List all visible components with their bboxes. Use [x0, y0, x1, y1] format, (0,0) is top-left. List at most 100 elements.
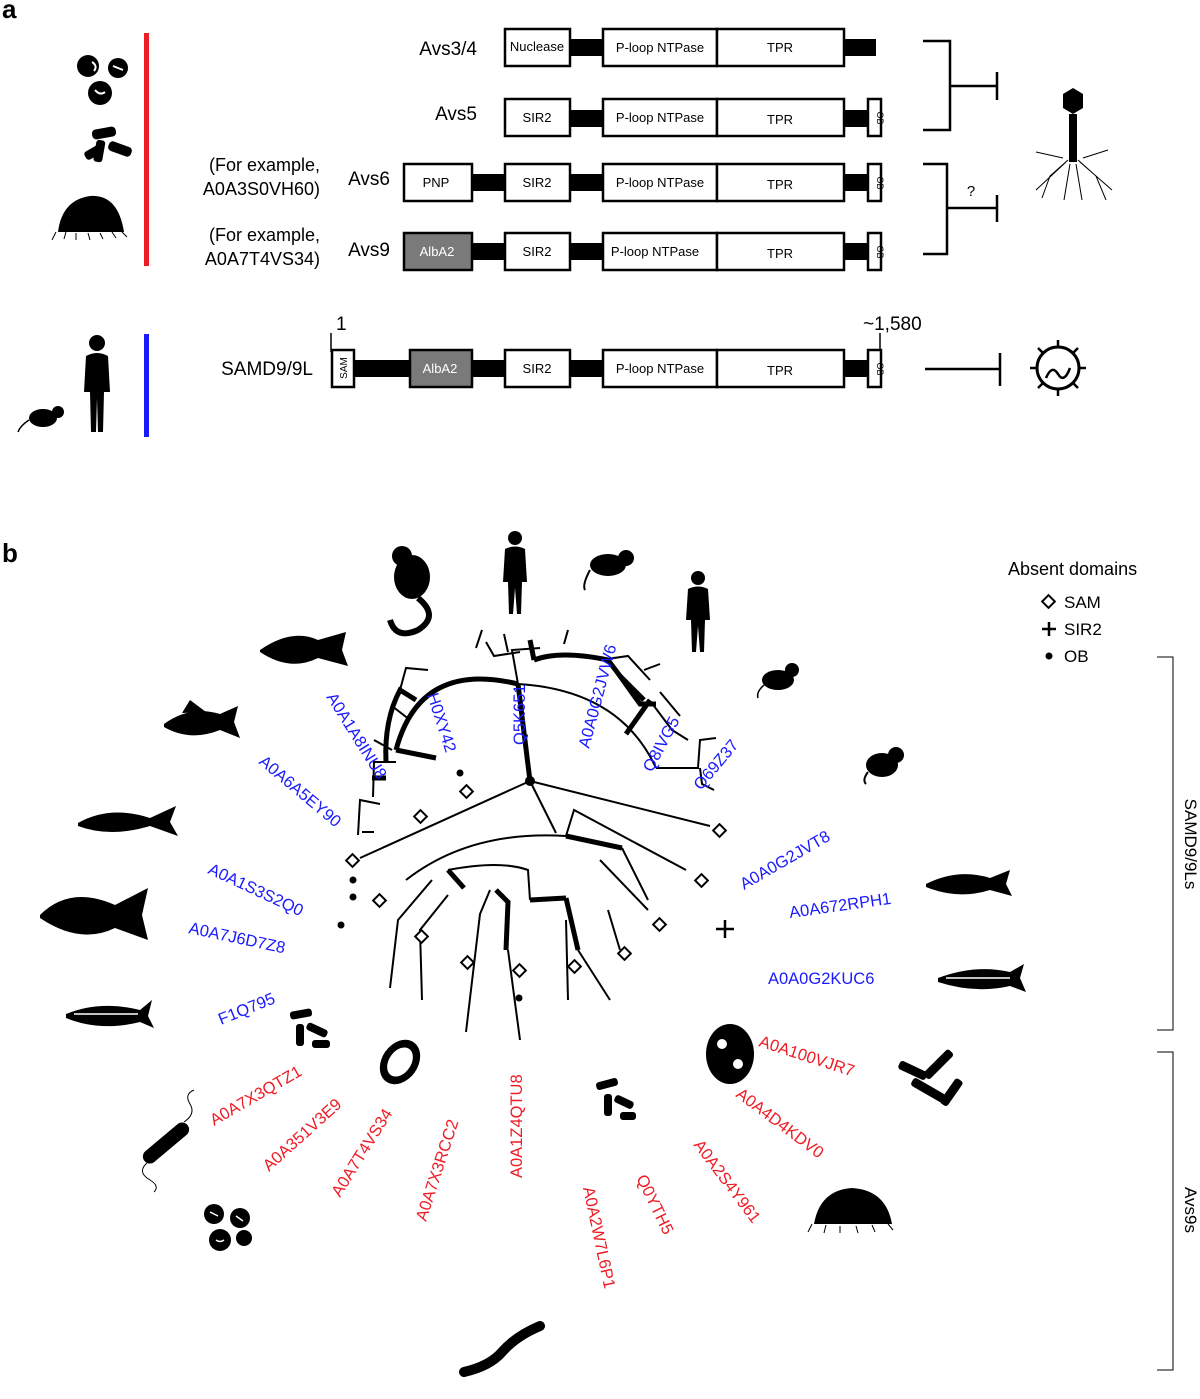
cocci-bacteria-icon — [77, 55, 128, 105]
sir2-absent-plus-icon — [716, 920, 734, 938]
rod-bacteria-icon — [84, 126, 132, 163]
ploop-domain-label: P-loop NTPase — [616, 361, 704, 376]
killifish-icon — [260, 632, 348, 666]
avs6-example-line1: (For example, — [209, 155, 320, 175]
leaf-label: A0A351V3E9 — [260, 1095, 346, 1175]
ob-absent-dot-icon — [349, 876, 357, 884]
ob-absent-dot-icon — [349, 893, 357, 901]
tpr-domain-label: TPR — [767, 112, 793, 127]
avs9-group-bracket — [1157, 1051, 1174, 1371]
sir2-domain-label: SIR2 — [523, 361, 552, 376]
tpr-domain-label: TPR — [767, 177, 793, 192]
rod-bacteria-icon — [289, 1008, 330, 1048]
sir2-domain-label: SIR2 — [523, 175, 552, 190]
sam-absent-diamond-icon — [711, 822, 728, 839]
rod-bacteria-icon — [596, 1077, 636, 1120]
leaf-label: A0A4D4KDV0 — [733, 1085, 827, 1162]
leaf-label: F1Q795 — [216, 990, 278, 1029]
perch-icon — [164, 700, 240, 738]
leaf-label: A0A1A8INU8 — [323, 690, 390, 783]
sam-absent-diamond-icon — [371, 892, 388, 909]
minnow-icon — [926, 870, 1012, 896]
sir2-domain-label: SIR2 — [523, 244, 552, 259]
sam-absent-diamond-icon — [566, 958, 583, 975]
samd9-architecture: 1 ~1,580 SAM AlbA2 SIR2 P-loop NTPase TP… — [330, 314, 922, 389]
protein-name-avs9: Avs9 — [348, 240, 390, 261]
ob-absent-dot-icon — [515, 994, 523, 1002]
fungal-colony-icon — [51, 195, 128, 241]
rat-icon — [583, 550, 634, 591]
question-mark: ? — [967, 183, 975, 200]
sam-absent-diamond-icon — [616, 945, 633, 962]
leaf-label: A0A7X3RCC2 — [413, 1117, 463, 1223]
avs34-architecture: Nuclease P-loop NTPase TPR — [503, 27, 876, 68]
legend-title: Absent domains — [1008, 559, 1137, 579]
sam-absent-diamond-icon — [511, 962, 528, 979]
cocci-bacteria-icon — [204, 1204, 252, 1251]
organism-silhouettes — [40, 531, 1026, 1377]
mouse-icon — [756, 663, 799, 699]
zebrafish-icon — [66, 1000, 154, 1028]
absent-domain-markers — [337, 769, 734, 1002]
tpr-domain-label: TPR — [767, 363, 793, 378]
legend-ob-label: OB — [1064, 647, 1089, 666]
samd9-group-label: SAMD9/9Ls — [1181, 799, 1200, 890]
protein-name-avs5: Avs5 — [435, 104, 477, 125]
flagellated-bacterium-icon — [142, 1089, 195, 1193]
leaf-label: A0A2S4Y961 — [690, 1137, 764, 1227]
alba2-domain-label: AlbA2 — [423, 361, 458, 376]
leaf-label: A0A100VJR7 — [757, 1033, 857, 1081]
virus-icon — [1030, 340, 1086, 396]
primate-icon — [387, 546, 432, 637]
leaf-label: A0A2W7L6P1 — [579, 1185, 618, 1290]
phage-inhibition-bracket — [923, 39, 999, 132]
legend-diamond-icon — [1040, 593, 1057, 610]
protein-name-samd9: SAMD9/9L — [221, 359, 313, 380]
mouse-icon — [17, 406, 64, 433]
leaf-label: A0A672RPH1 — [788, 890, 892, 922]
ploop-domain-label: P-loop NTPase — [616, 175, 704, 190]
salmon-icon — [78, 806, 178, 836]
rod-bacteria-icon — [898, 1049, 963, 1106]
sam-absent-diamond-icon — [344, 852, 361, 869]
eukaryote-bar — [144, 334, 149, 437]
leaf-label: A0A0G2JVT8 — [737, 827, 833, 893]
leaf-label: A0A1Z4QTU8 — [508, 1074, 526, 1178]
avs9-architecture: AlbA2 SIR2 P-loop NTPase TPR OB — [402, 231, 885, 272]
putative-inhibition-bracket — [923, 162, 999, 256]
sam-absent-diamond-icon — [693, 872, 710, 889]
ob-absent-dot-icon — [337, 921, 345, 929]
spotted-cell-icon — [706, 1024, 754, 1084]
rat-icon — [863, 747, 904, 785]
avs6-example-line2: A0A3S0VH60) — [203, 179, 320, 199]
human-icon — [686, 571, 710, 652]
scale-end-label: ~1,580 — [863, 314, 922, 335]
sam-absent-diamond-icon — [458, 783, 475, 800]
fungal-colony-icon — [807, 1188, 894, 1234]
legend-sir2-label: SIR2 — [1064, 620, 1102, 639]
sir2-domain-label: SIR2 — [523, 110, 552, 125]
protein-name-avs34: Avs3/4 — [419, 39, 477, 60]
sam-domain-label: SAM — [339, 357, 350, 379]
avs5-architecture: SIR2 P-loop NTPase TPR OB — [503, 97, 885, 138]
filament-bacteria-icon — [459, 1321, 545, 1377]
oval-cell-icon — [379, 1039, 421, 1085]
tpr-domain-label: TPR — [767, 246, 793, 261]
protein-name-avs6: Avs6 — [348, 169, 390, 190]
avs9-group-label: Avs9s — [1181, 1187, 1200, 1233]
ob-domain-label: OB — [875, 111, 885, 124]
leaf-label: H0XY42 — [423, 691, 459, 755]
human-icon — [503, 531, 527, 614]
pnp-domain-label: PNP — [423, 175, 450, 190]
ob-domain-label: OB — [875, 245, 885, 258]
leaf-label: A0A0G2KUC6 — [768, 970, 874, 988]
sam-absent-diamond-icon — [651, 916, 668, 933]
prokaryote-bar — [144, 33, 149, 266]
legend-dot-icon — [1045, 652, 1053, 660]
ploop-domain-label: P-loop NTPase — [616, 40, 704, 55]
avs9-example-line2: A0A7T4VS34) — [205, 249, 320, 269]
legend-sam-label: SAM — [1064, 593, 1101, 612]
leaf-label: Q8IVG5 — [640, 714, 684, 775]
zebrafish-icon — [938, 964, 1026, 992]
